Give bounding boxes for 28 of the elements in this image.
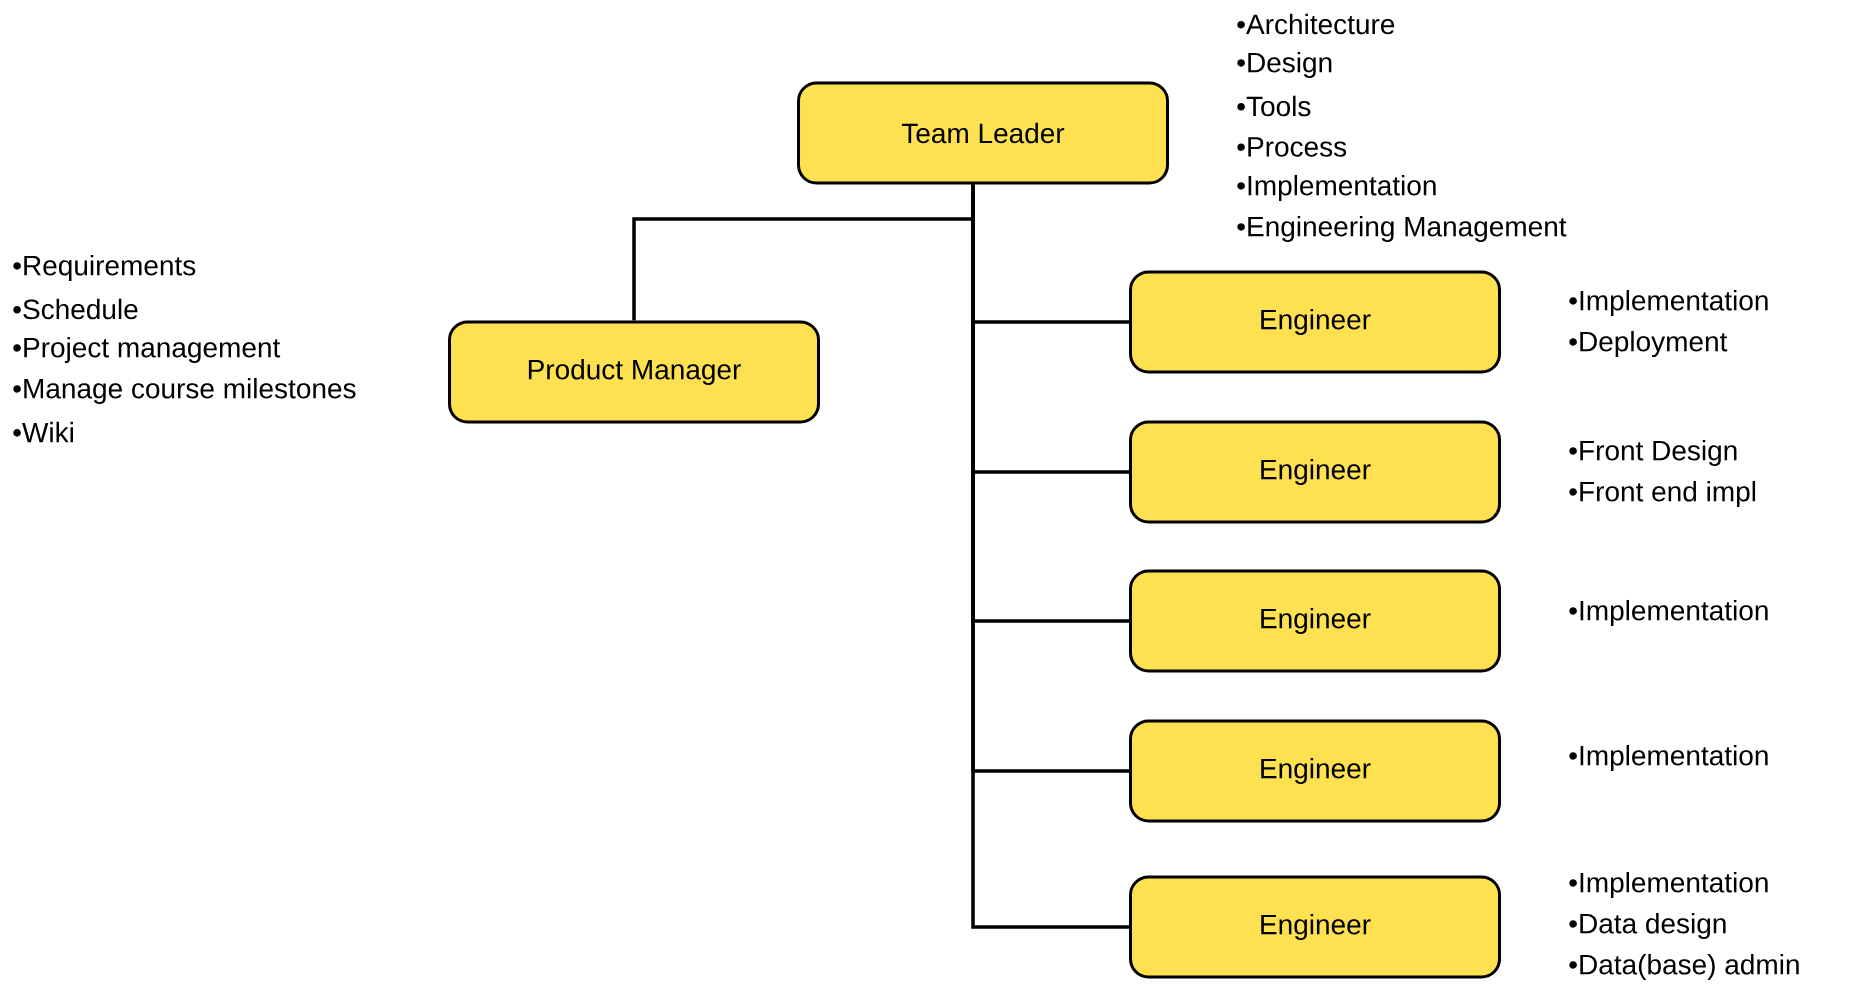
role-box: Product Manager — [448, 320, 820, 424]
bullet-item: •Architecture — [1237, 13, 1395, 35]
role-box: Engineer — [1129, 569, 1501, 673]
role-box: Engineer — [1129, 420, 1501, 524]
bullet-item: •Design — [1237, 51, 1332, 79]
bullet-item: •Data(base) admin — [1569, 954, 1799, 981]
bullet-item: •Manage course milestones — [13, 377, 356, 405]
bullet-item: •Implementation — [1569, 599, 1768, 627]
role-box: Team Leader — [797, 81, 1169, 185]
bullet-item: •Wiki — [13, 421, 73, 443]
bullet-item: •Engineering Management — [1237, 215, 1567, 243]
bullet-item: •Implementation — [1569, 871, 1768, 899]
bullet-item: •Project management — [13, 336, 281, 364]
bullet-item: •Tools — [1237, 95, 1311, 117]
bullet-item: •Deployment — [1569, 330, 1728, 358]
role-box: Engineer — [1129, 270, 1501, 374]
role-box: Engineer — [1129, 719, 1501, 823]
bullet-item: •Implementation — [1569, 289, 1768, 317]
role-box: Engineer — [1129, 875, 1501, 979]
bullet-item: •Front end impl — [1569, 480, 1756, 508]
bullet-item: •Requirements — [13, 254, 196, 282]
bullet-item: •Implementation — [1237, 174, 1436, 202]
bullet-item: •Front Design — [1569, 439, 1737, 467]
connector-line — [971, 184, 1129, 929]
bullet-item: •Process — [1237, 137, 1347, 157]
bullet-item: •Schedule — [13, 298, 138, 320]
bullet-item: •Data design — [1569, 912, 1726, 940]
bullet-item: •Implementation — [1569, 744, 1768, 772]
